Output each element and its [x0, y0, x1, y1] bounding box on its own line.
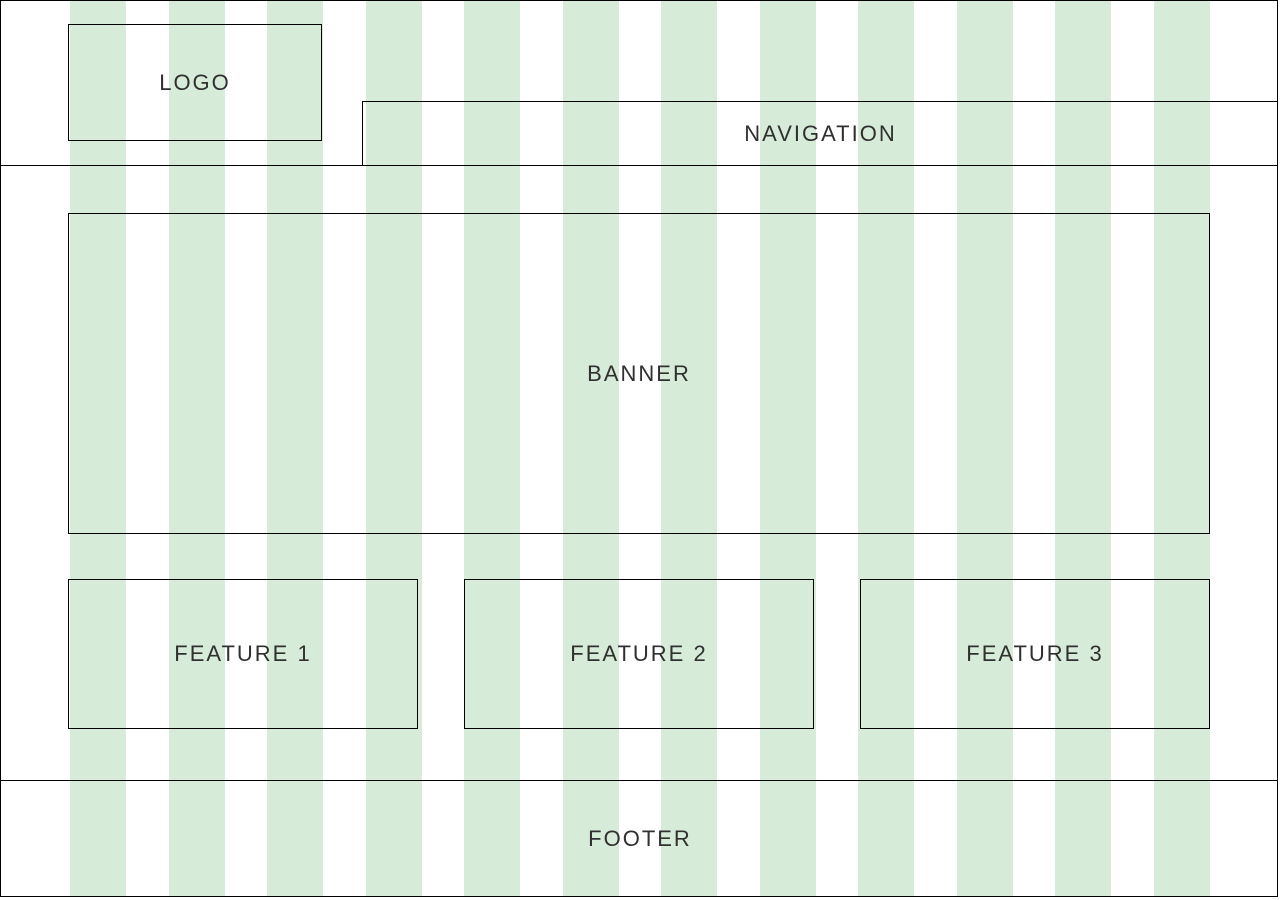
grid-column-stripe	[267, 1, 324, 896]
logo-label: LOGO	[159, 69, 231, 95]
footer-label: FOOTER	[588, 825, 692, 851]
footer-area: FOOTER	[1, 780, 1277, 896]
grid-column-stripe	[365, 1, 422, 896]
navigation-bar[interactable]: NAVIGATION	[362, 101, 1277, 166]
grid-overlay	[70, 1, 1210, 896]
logo-box[interactable]: LOGO	[68, 24, 322, 141]
banner-label: BANNER	[587, 360, 691, 386]
grid-column-stripe	[661, 1, 718, 896]
grid-column-stripe	[858, 1, 915, 896]
grid-column-stripe	[759, 1, 816, 896]
grid-column-stripe	[956, 1, 1013, 896]
feature-3-label: FEATURE 3	[966, 641, 1104, 666]
feature-box-2[interactable]: FEATURE 2	[464, 579, 814, 729]
features-row: FEATURE 1 FEATURE 2 FEATURE 3	[68, 579, 1210, 729]
feature-box-1[interactable]: FEATURE 1	[68, 579, 418, 729]
feature-1-label: FEATURE 1	[174, 641, 312, 666]
grid-column-stripe	[464, 1, 521, 896]
footer-divider	[1, 780, 1277, 781]
grid-column-stripe	[168, 1, 225, 896]
banner-box[interactable]: BANNER	[68, 213, 1210, 534]
grid-column-stripe	[562, 1, 619, 896]
feature-box-3[interactable]: FEATURE 3	[860, 579, 1210, 729]
grid-column-stripe	[1055, 1, 1112, 896]
grid-column-stripe	[1153, 1, 1210, 896]
grid-column-stripe	[70, 1, 126, 896]
feature-2-label: FEATURE 2	[570, 641, 708, 666]
navigation-label: NAVIGATION	[744, 120, 897, 146]
